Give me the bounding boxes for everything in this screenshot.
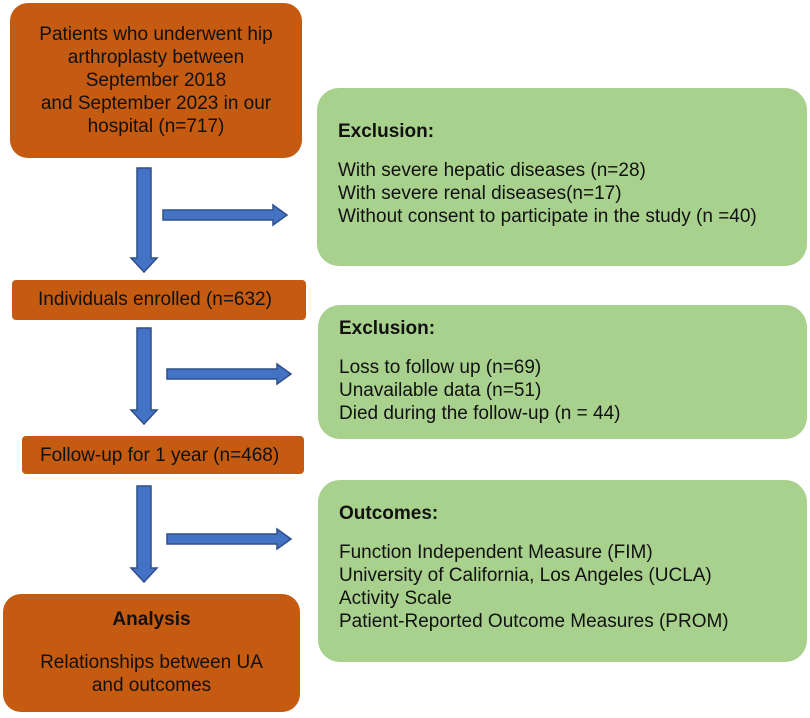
analysis-title: Analysis <box>112 609 191 630</box>
patients-line-5: hospital (n=717) <box>87 116 225 137</box>
patients-line-2: arthroplasty between <box>67 47 245 68</box>
outcomes-item-1: Function Independent Measure (FIM) <box>339 542 653 563</box>
outcomes-item-2: University of California, Los Angeles (U… <box>339 565 712 586</box>
exclusion-box-2: Exclusion: Loss to follow up (n=69) Unav… <box>318 305 807 439</box>
exclusion-1-title: Exclusion: <box>338 121 435 142</box>
followup-box: Follow-up for 1 year (n=468) <box>22 436 304 474</box>
patients-line-4: and September 2023 in our <box>40 93 272 114</box>
analysis-line-2: and outcomes <box>91 675 212 696</box>
patients-line-1: Patients who underwent hip <box>39 24 273 45</box>
outcomes-item-4: Patient-Reported Outcome Measures (PROM) <box>339 611 729 632</box>
exclusion-2-item-1: Loss to follow up (n=69) <box>339 357 542 378</box>
exclusion-1-item-2: With severe renal diseases(n=17) <box>338 183 622 204</box>
exclusion-2-title: Exclusion: <box>339 318 436 339</box>
analysis-line-1: Relationships between UA <box>40 652 263 673</box>
followup-label: Follow-up for 1 year (n=468) <box>40 445 280 466</box>
enrolled-label: Individuals enrolled (n=632) <box>38 289 272 310</box>
right-arrow-1 <box>162 203 289 227</box>
exclusion-1-item-1: With severe hepatic diseases (n=28) <box>338 160 646 181</box>
analysis-box: Analysis Relationships between UA and ou… <box>3 594 300 712</box>
patients-line-3: September 2018 <box>85 70 227 91</box>
outcomes-title: Outcomes: <box>339 503 439 524</box>
down-arrow-2 <box>129 327 159 426</box>
enrolled-box: Individuals enrolled (n=632) <box>12 280 306 320</box>
exclusion-2-item-3: Died during the follow-up (n = 44) <box>339 403 621 424</box>
patients-box: Patients who underwent hip arthroplasty … <box>10 3 302 158</box>
outcomes-box: Outcomes: Function Independent Measure (… <box>318 480 807 662</box>
exclusion-2-item-2: Unavailable data (n=51) <box>339 380 542 401</box>
exclusion-1-item-3: Without consent to participate in the st… <box>338 206 757 227</box>
right-arrow-2 <box>166 362 293 386</box>
exclusion-box-1: Exclusion: With severe hepatic diseases … <box>317 88 807 266</box>
down-arrow-3 <box>129 485 159 584</box>
right-arrow-3 <box>166 527 293 551</box>
down-arrow-1 <box>129 167 159 274</box>
outcomes-item-3: Activity Scale <box>339 588 452 609</box>
